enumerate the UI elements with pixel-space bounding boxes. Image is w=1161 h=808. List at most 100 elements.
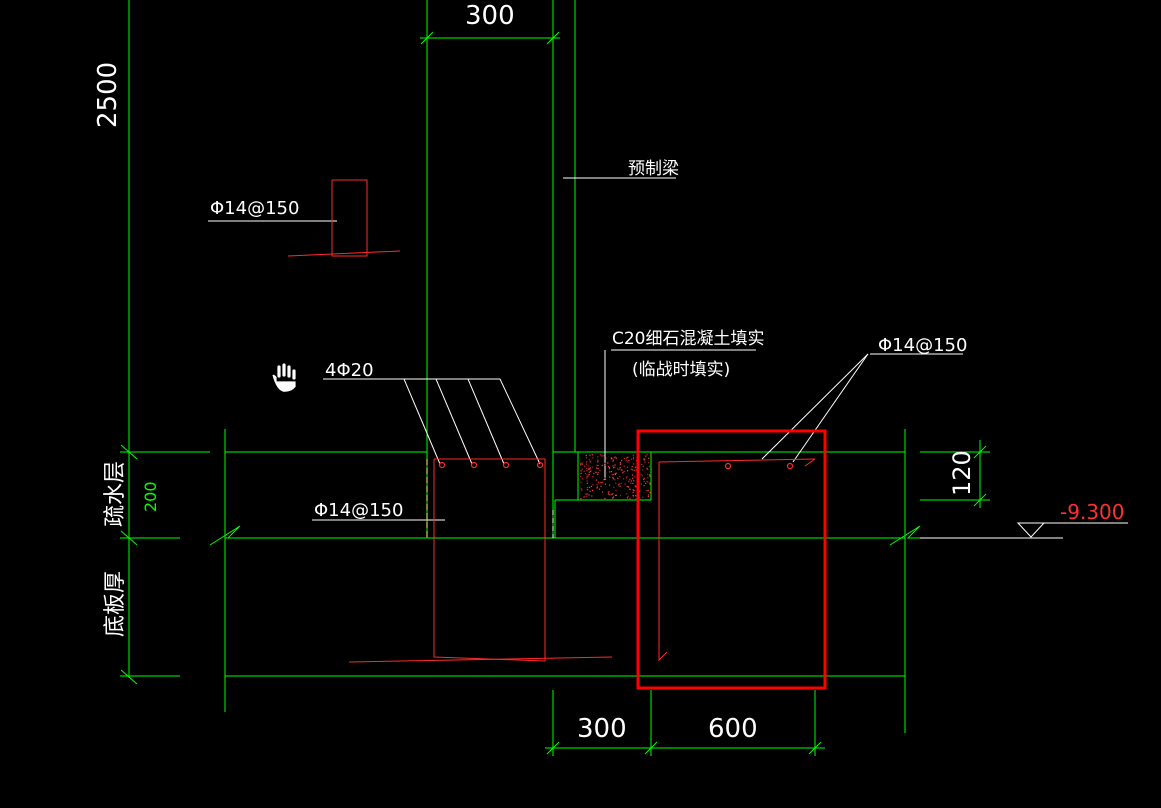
hatch-dot [633,489,635,491]
hatch-dot [615,489,617,492]
leader-lines [208,177,1128,539]
hatch-dot [580,475,582,478]
hatch-dot [635,498,637,500]
drain-layer-thickness: 200 [141,481,160,512]
hatch-dot [613,478,615,480]
hatch-dot [626,493,628,495]
hatch-dot [614,472,616,475]
hatch-dot [585,493,587,495]
hatch-dot [649,483,651,485]
hatch-dot [633,457,635,459]
hatch-dot [631,469,633,471]
hatch-dot [584,472,586,475]
hatch-dot [631,466,633,468]
hatch-dot [597,460,599,462]
hatch-dot [589,461,591,463]
hatch-dot [586,461,588,463]
hatch-dot [622,471,624,473]
hatch-dot [613,457,615,459]
concrete-fill-hatch [580,454,652,500]
hatch-dot [629,488,631,490]
hatch-dot [586,486,589,489]
hatch-dot [607,493,609,495]
hatch-dot [591,454,593,456]
hatch-dot [591,466,593,468]
hatch-dot [614,464,616,466]
hatch-dot [615,457,617,459]
hatch-dot [625,460,627,462]
hatch-dot [611,493,613,495]
hatch-dot [597,473,599,476]
hatch-dot [623,478,625,480]
hatch-dot [580,463,582,465]
hatch-dot [588,494,590,496]
hatch-dot [610,471,612,473]
hatch-dot [590,485,592,487]
text-labels: 2500 300 预制梁 Φ14@150 4Φ20 C20细石混凝土填实 (临战… [93,1,1124,744]
hatch-dot [586,469,588,472]
hatch-dot [618,468,620,471]
hatch-dot [588,474,590,476]
hatch-dot [630,482,632,484]
hatch-dot [584,465,586,467]
hatch-dot [626,497,629,499]
hatch-dot [627,466,629,468]
hatch-dot [647,494,649,496]
hatch-dot [596,486,598,488]
hatch-dot [589,471,592,473]
hatch-dot [581,468,583,470]
hatch-dot [580,472,582,474]
hatch-dot [635,486,637,488]
hatch-dot [611,473,613,475]
hatch-dot [633,469,635,471]
hatch-dot [644,461,646,463]
hatch-dot [635,469,637,471]
rebar-right-label: Φ14@150 [878,335,967,356]
rebar-4phi20-label: 4Φ20 [325,360,374,381]
hatch-dot [649,475,651,477]
hatch-dot [629,479,631,481]
hatch-dot [647,477,649,479]
hatch-dot [614,479,616,481]
hatch-dot [615,472,617,474]
hatch-dot [624,470,626,472]
hatch-dot [641,463,643,465]
hatch-dot [595,471,597,473]
hatch-dot [586,474,588,476]
hatch-dot [604,477,606,479]
hatch-dot [646,468,649,470]
hatch-dot [588,471,590,473]
hatch-dot [630,480,632,482]
hatch-dot [642,469,644,471]
column-height-dim: 2500 [93,62,123,128]
hatch-dot [596,465,598,467]
hatch-dot [628,480,630,482]
hatch-dot [644,459,646,461]
hatch-dot [597,456,599,458]
hatch-dot [614,466,616,468]
hatch-dot [609,476,611,478]
hatch-dot [626,457,628,459]
hatch-dot [592,484,594,486]
rebar-top-left-label: Φ14@150 [210,198,299,219]
hatch-dot [601,464,603,467]
hatch-dot [647,481,649,483]
hatch-dot [603,458,605,460]
hatch-dot [580,488,582,490]
hatch-dot [585,495,587,497]
hatch-dot [600,481,602,484]
hatch-dot [619,475,621,478]
break-line-icon [209,525,925,546]
hatch-dot [614,473,616,476]
hatch-dot [619,467,622,469]
rebar-lines [287,179,816,663]
hatch-dot [627,470,629,472]
hatch-dot [580,481,582,484]
highlight-box[interactable] [636,429,827,690]
hatch-dot [632,494,634,496]
hatch-dot [649,474,651,476]
hatch-dot [604,498,606,500]
hatch-dot [608,491,610,493]
hatch-dot [599,454,602,456]
